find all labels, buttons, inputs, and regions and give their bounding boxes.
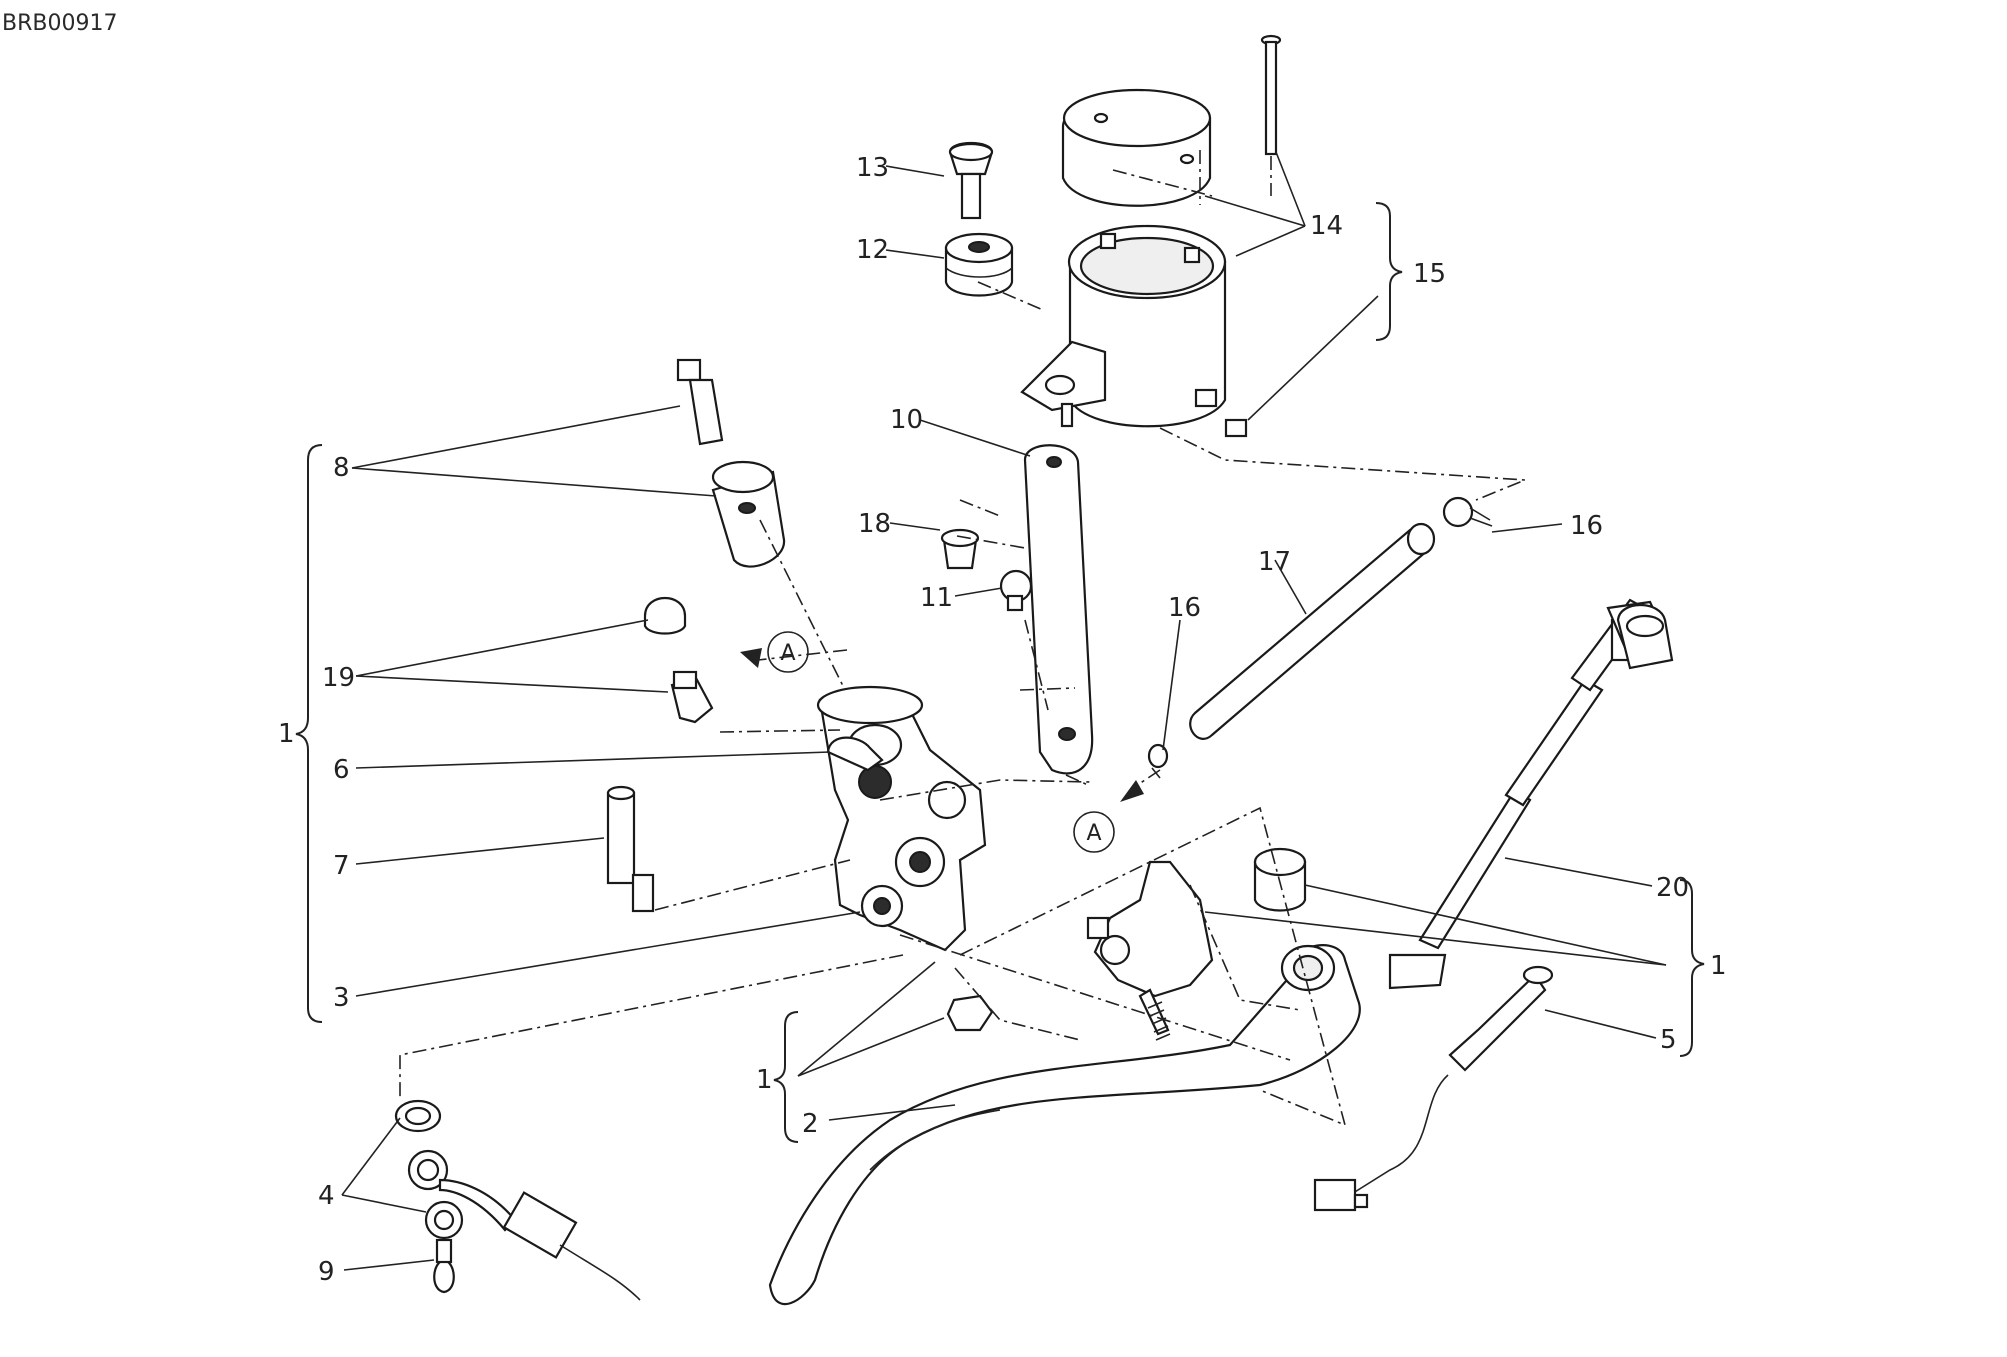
reference-marker-bottom: A [1073, 811, 1115, 853]
callout-14: 14 [1310, 211, 1343, 241]
braces [295, 202, 1705, 1143]
remote-adjuster-20 [1388, 598, 1674, 990]
callout-12: 12 [856, 235, 889, 265]
reservoir-nut [1224, 418, 1248, 438]
callout-16-top: 16 [1570, 511, 1603, 541]
callout-8: 8 [333, 453, 350, 483]
callout-20: 20 [1656, 873, 1689, 903]
brace-reservoir [1375, 202, 1403, 341]
callout-15: 15 [1413, 259, 1446, 289]
reservoir-cap [1061, 88, 1212, 207]
direction-arrows [740, 648, 1161, 802]
bushing [1253, 847, 1307, 912]
callout-2: 2 [802, 1109, 819, 1139]
screw-11 [999, 569, 1033, 612]
callout-9: 9 [318, 1257, 335, 1287]
assembly-lines [399, 150, 1526, 1127]
callout-13: 13 [856, 153, 889, 183]
callout-17: 17 [1258, 547, 1291, 577]
brake-hose-banjo [394, 1099, 641, 1301]
drawing-code: BRB00917 [2, 11, 117, 36]
callout-5: 5 [1660, 1025, 1677, 1055]
master-cylinder-body [816, 685, 987, 952]
callout-18: 18 [858, 509, 891, 539]
callout-19: 19 [322, 663, 355, 693]
cap-screw-long [1260, 34, 1282, 156]
clamp-16-top [1442, 496, 1493, 528]
callout-1-left: 1 [278, 719, 295, 749]
callout-1-lower: 1 [756, 1065, 773, 1095]
reference-letter: A [1086, 821, 1101, 846]
brace-right [1679, 879, 1705, 1057]
spring [1147, 1001, 1171, 1041]
callout-7: 7 [333, 851, 350, 881]
adjuster-8 [676, 358, 786, 568]
brake-lever-2 [768, 944, 1361, 1306]
callout-16-mid: 16 [1168, 593, 1201, 623]
leader-lines [341, 151, 1667, 1271]
clamp-16-mid [1147, 743, 1169, 779]
brace-lower [773, 1011, 799, 1143]
grommet-12 [944, 232, 1014, 297]
plug-18 [940, 528, 980, 570]
body-nut [946, 994, 994, 1032]
reference-letter: A [780, 641, 795, 666]
hose-17 [1189, 522, 1436, 740]
cap-19 [643, 596, 714, 724]
bracket-10 [1023, 444, 1094, 775]
callout-11: 11 [920, 583, 953, 613]
screw-13 [948, 142, 994, 220]
callout-numbers: 13 12 14 15 10 18 11 17 16 16 8 19 1 6 7… [278, 153, 1727, 1287]
callout-3: 3 [333, 983, 350, 1013]
arrow-head-left [740, 648, 762, 668]
brake-switch-5 [1313, 965, 1554, 1212]
reservoir-body [1020, 224, 1227, 428]
pin-7 [606, 785, 655, 913]
reference-marker-top: A [767, 631, 809, 673]
brace-left [295, 444, 323, 1023]
callout-1-right: 1 [1710, 951, 1727, 981]
callout-10: 10 [890, 405, 923, 435]
lever-pivot-bracket [1086, 860, 1214, 1036]
parts-artwork [394, 34, 1674, 1306]
arrow-head-right [1120, 780, 1144, 802]
callout-4: 4 [318, 1181, 335, 1211]
callout-6: 6 [333, 755, 350, 785]
